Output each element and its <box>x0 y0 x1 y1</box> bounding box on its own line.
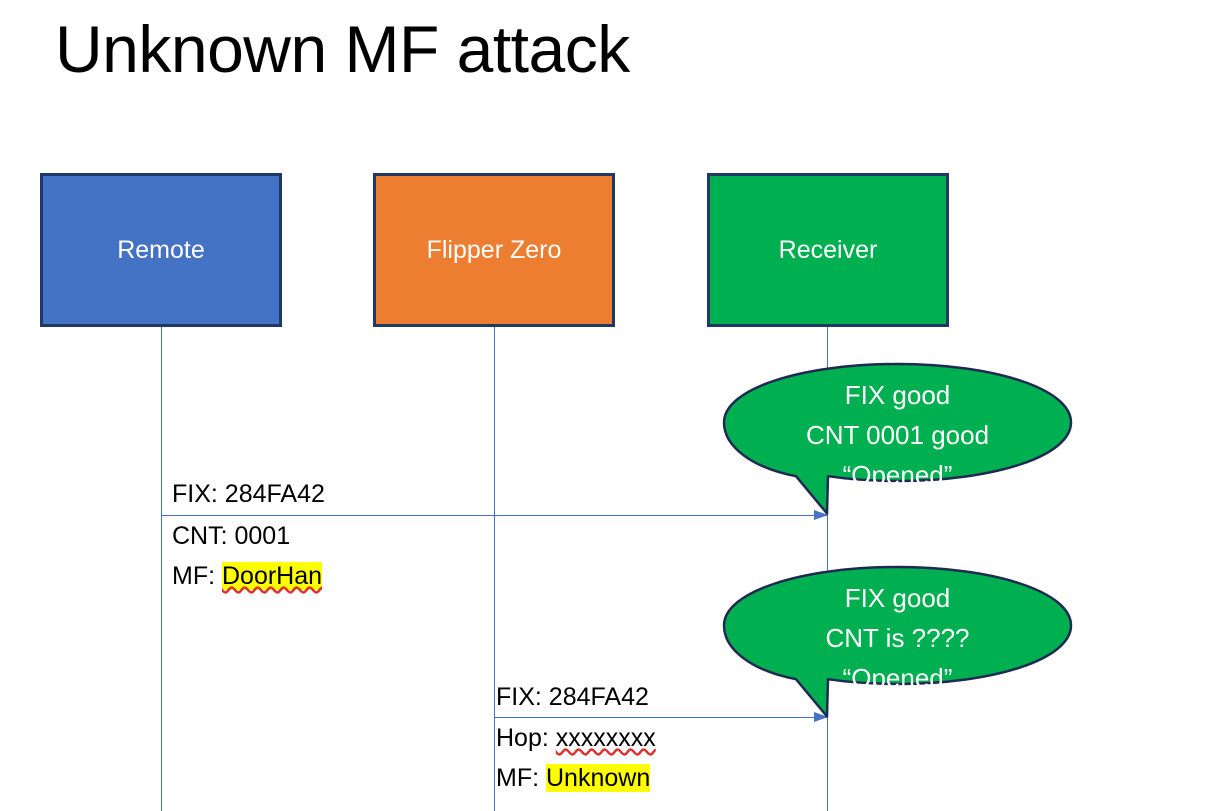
actor-label-receiver: Receiver <box>778 236 878 264</box>
page-title: Unknown MF attack <box>55 12 630 86</box>
message-label-fix-2: FIX: <box>496 683 549 711</box>
message-value-fix-1: 284FA42 <box>224 480 325 508</box>
message-value-mf-1: DoorHan <box>222 562 323 590</box>
message-value-fix-2: 284FA42 <box>548 683 649 711</box>
speech-bubble-shape-1 <box>722 362 1073 515</box>
message-arrow-remote-to-receiver <box>161 510 828 520</box>
lifeline-flipper <box>494 327 495 811</box>
actor-box-receiver[interactable]: Receiver <box>707 173 949 327</box>
message-label-hop-2: Hop: <box>496 724 556 752</box>
lifeline-remote <box>161 327 162 811</box>
message-line-mf-1: MF: DoorHan <box>172 556 323 596</box>
message-arrow-flipper-to-receiver <box>494 712 828 722</box>
speech-bubble-shape-2 <box>722 565 1073 718</box>
message-label-mf-2: MF: <box>496 764 546 792</box>
actor-box-remote[interactable]: Remote <box>40 173 282 327</box>
message-value-mf-2: Unknown <box>546 764 651 792</box>
speech-bubble-receiver-response-2: FIX good CNT is ???? “Opened” <box>722 565 1073 721</box>
lifeline-receiver <box>827 327 828 811</box>
message-value-hop-2: xxxxxxxx <box>555 724 656 752</box>
message-line-cnt-1: CNT: 0001 <box>172 516 290 556</box>
actor-label-flipper-zero: Flipper Zero <box>426 236 562 264</box>
message-line-fix-2: FIX: 284FA42 <box>496 677 649 717</box>
message-line-fix-1: FIX: 284FA42 <box>172 474 325 514</box>
message-line-hop-2: Hop: xxxxxxxx <box>496 718 656 758</box>
message-line-mf-2: MF: Unknown <box>496 758 651 798</box>
message-label-cnt-1: CNT: <box>172 522 235 550</box>
message-label-fix-1: FIX: <box>172 480 225 508</box>
message-label-mf-1: MF: <box>172 562 222 590</box>
message-value-cnt-1: 0001 <box>234 522 291 550</box>
speech-bubble-receiver-response-1: FIX good CNT 0001 good “Opened” <box>722 362 1073 518</box>
actor-label-remote: Remote <box>117 236 205 264</box>
actor-box-flipper-zero[interactable]: Flipper Zero <box>373 173 615 327</box>
